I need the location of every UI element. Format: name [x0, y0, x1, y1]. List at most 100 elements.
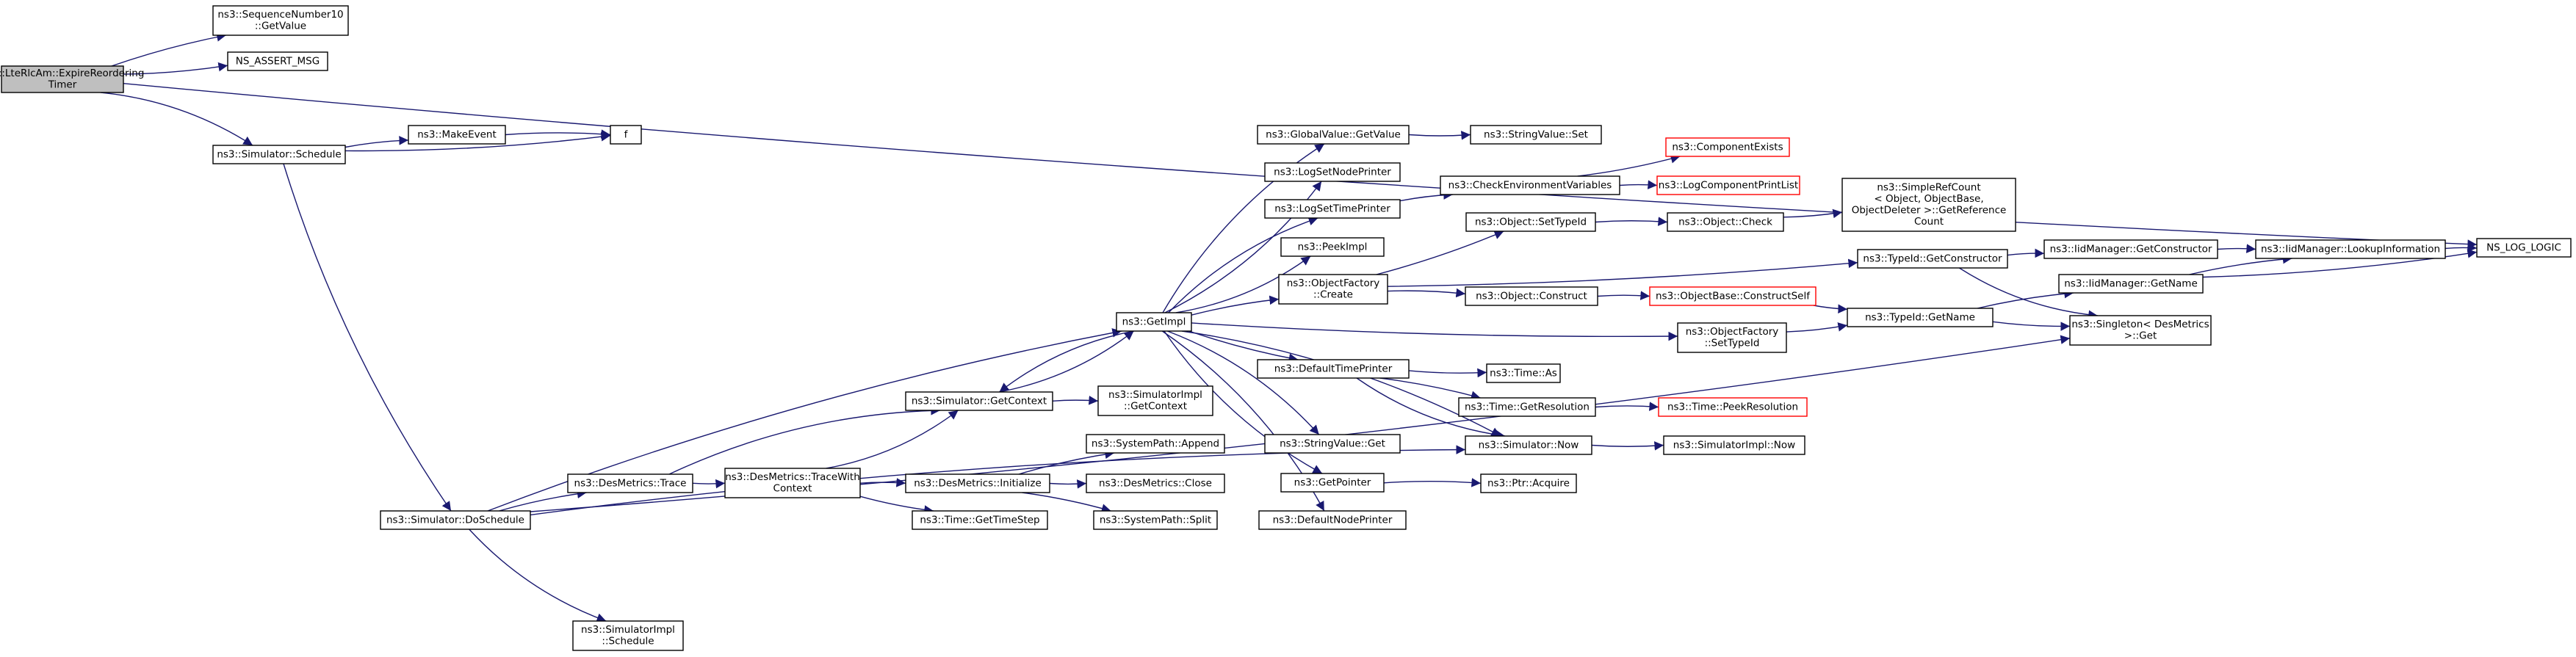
node-box[interactable]	[1665, 137, 1790, 157]
node-box[interactable]	[610, 125, 642, 145]
node-ns3-logsetnodeprinter[interactable]: ns3::LogSetNodePrinter	[1264, 162, 1401, 182]
node-ns3-stringvalue-get[interactable]: ns3::StringValue::Get	[1264, 434, 1401, 454]
node-box[interactable]	[1116, 312, 1192, 332]
node-box[interactable]	[905, 473, 1050, 493]
node-box[interactable]	[1257, 125, 1410, 145]
node-ns3-iidmanager-getconstructor[interactable]: ns3::IidManager::GetConstructor	[2043, 239, 2218, 259]
node-ns3-objectbase-constructself[interactable]: ns3::ObjectBase::ConstructSelf	[1649, 286, 1816, 306]
node-ns3-defaultnodeprinter[interactable]: ns3::DefaultNodePrinter	[1258, 510, 1407, 530]
node-ns3-defaulttimeprinter[interactable]: ns3::DefaultTimePrinter	[1257, 359, 1410, 379]
node-box[interactable]	[1280, 237, 1385, 257]
node-ns3-simulatorimpl-now[interactable]: ns3::SimulatorImpl::Now	[1663, 435, 1805, 455]
node-ns3-singleton-desmetrics-get[interactable]: ns3::Singleton< DesMetrics >::Get	[2069, 315, 2212, 346]
node-box[interactable]	[2476, 238, 2572, 258]
node-ns3-iidmanager-getname[interactable]: ns3::IidManager::GetName	[2058, 274, 2204, 294]
node-box[interactable]	[1086, 434, 1225, 454]
node-ns3-time-getresolution[interactable]: ns3::Time::GetResolution	[1458, 397, 1596, 417]
node-box[interactable]	[1086, 473, 1225, 493]
node-box[interactable]	[1465, 212, 1596, 232]
node-ns3-getimpl[interactable]: ns3::GetImpl	[1116, 312, 1192, 332]
node-ns3-componentexists[interactable]: ns3::ComponentExists	[1665, 137, 1790, 157]
node-ns3-time-gettimestep[interactable]: ns3::Time::GetTimeStep	[912, 510, 1048, 530]
node-ns3-time-as[interactable]: ns3::Time::As	[1486, 363, 1561, 383]
node-ns3-time-peekresolution[interactable]: ns3::Time::PeekResolution	[1658, 397, 1808, 417]
node-box[interactable]	[1440, 175, 1620, 195]
node-ns3-desmetrics-initialize[interactable]: ns3::DesMetrics::Initialize	[905, 473, 1050, 493]
node-ns3-systempath-split[interactable]: ns3::SystemPath::Split	[1093, 510, 1218, 530]
node-ns3-systempath-append[interactable]: ns3::SystemPath::Append	[1086, 434, 1225, 454]
node-box[interactable]	[1097, 385, 1213, 416]
node-ns-log-logic[interactable]: NS_LOG_LOGIC	[2476, 238, 2572, 258]
node-box[interactable]	[227, 51, 328, 71]
node-box[interactable]	[1658, 397, 1808, 417]
node-ns3-simplerefcount-object-objectbase-objectdeleter-getreference-count[interactable]: ns3::SimpleRefCount< Object, ObjectBase,…	[1841, 178, 2016, 232]
node-ns3-typeid-getconstructor[interactable]: ns3::TypeId::GetConstructor	[1857, 249, 2008, 269]
node-box[interactable]	[380, 510, 531, 530]
node-ns3-makeevent[interactable]: ns3::MakeEvent	[408, 125, 506, 145]
node-ns3-objectfactory-settypeid[interactable]: ns3::ObjectFactory::SetTypeId	[1677, 322, 1787, 353]
node-box[interactable]	[408, 125, 506, 145]
node-ns3-checkenvironmentvariables[interactable]: ns3::CheckEnvironmentVariables	[1440, 175, 1620, 195]
node-ns3-getpointer[interactable]: ns3::GetPointer	[1280, 473, 1385, 493]
node-box[interactable]	[2043, 239, 2218, 259]
node-box[interactable]	[1847, 308, 1994, 327]
node-ns3-globalvalue-getvalue[interactable]: ns3::GlobalValue::GetValue	[1257, 125, 1410, 145]
node-box[interactable]	[1257, 359, 1410, 379]
node-box[interactable]	[1264, 434, 1401, 454]
node-f[interactable]: f	[610, 125, 642, 145]
node-ns3-typeid-getname[interactable]: ns3::TypeId::GetName	[1847, 308, 1994, 327]
node-box[interactable]	[1093, 510, 1218, 530]
node-box[interactable]	[1649, 286, 1816, 306]
node-ns3-object-construct[interactable]: ns3::Object::Construct	[1465, 286, 1598, 306]
node-box[interactable]	[1470, 125, 1602, 145]
node-ns3-objectfactory-create[interactable]: ns3::ObjectFactory::Create	[1278, 274, 1388, 305]
node-ns3-object-check[interactable]: ns3::Object::Check	[1667, 212, 1784, 232]
node-ns3-logcomponentprintlist[interactable]: ns3::LogComponentPrintList	[1656, 175, 1800, 195]
node-box[interactable]	[2255, 239, 2446, 259]
node-ns3-desmetrics-trace[interactable]: ns3::DesMetrics::Trace	[567, 473, 693, 493]
node-ns3-simulatorimpl-getcontext[interactable]: ns3::SimulatorImpl::GetContext	[1097, 385, 1213, 416]
node-box[interactable]	[1258, 510, 1407, 530]
node-box[interactable]	[1264, 199, 1401, 219]
node-box[interactable]	[1465, 286, 1598, 306]
node-ns-assert-msg[interactable]: NS_ASSERT_MSG	[227, 51, 328, 71]
node-ns3-stringvalue-set[interactable]: ns3::StringValue::Set	[1470, 125, 1602, 145]
node-box[interactable]	[1480, 473, 1577, 493]
node-box[interactable]	[1677, 322, 1787, 353]
node-ns3-sequencenumber10-getvalue[interactable]: ns3::SequenceNumber10::GetValue	[212, 5, 349, 36]
node-box[interactable]	[2058, 274, 2204, 294]
node-ns3-object-settypeid[interactable]: ns3::Object::SetTypeId	[1465, 212, 1596, 232]
node-box[interactable]	[212, 5, 349, 36]
node-box[interactable]	[1667, 212, 1784, 232]
node-ns3-desmetrics-close[interactable]: ns3::DesMetrics::Close	[1086, 473, 1225, 493]
node-box[interactable]	[1857, 249, 2008, 269]
node-box[interactable]	[1486, 363, 1561, 383]
node-ns3-logsettimeprinter[interactable]: ns3::LogSetTimePrinter	[1264, 199, 1401, 219]
node-ns3-simulator-now[interactable]: ns3::Simulator::Now	[1465, 435, 1592, 455]
node-ns3-simulator-doschedule[interactable]: ns3::Simulator::DoSchedule	[380, 510, 531, 530]
node-ns3-simulator-schedule[interactable]: ns3::Simulator::Schedule	[212, 145, 346, 164]
node-box[interactable]	[1280, 473, 1385, 493]
node-box[interactable]	[1841, 178, 2016, 232]
node-box[interactable]	[1656, 175, 1800, 195]
node-ns3-simulator-getcontext[interactable]: ns3::Simulator::GetContext	[905, 391, 1053, 411]
node-ns3-ptr-acquire[interactable]: ns3::Ptr::Acquire	[1480, 473, 1577, 493]
node-box[interactable]	[2069, 315, 2212, 346]
node-box[interactable]	[912, 510, 1048, 530]
node-box[interactable]	[1264, 162, 1401, 182]
node-box[interactable]	[905, 391, 1053, 411]
node-box[interactable]	[567, 473, 693, 493]
node-ns3-simulatorimpl-schedule[interactable]: ns3::SimulatorImpl::Schedule	[572, 620, 684, 651]
node-box[interactable]	[1, 65, 124, 93]
node-box[interactable]	[1465, 435, 1592, 455]
node-ns3-peekimpl[interactable]: ns3::PeekImpl	[1280, 237, 1385, 257]
node-box[interactable]	[1458, 397, 1596, 417]
node-box[interactable]	[212, 145, 346, 164]
node-box[interactable]	[1663, 435, 1805, 455]
node-box[interactable]	[724, 468, 861, 498]
node-box[interactable]	[1278, 274, 1388, 305]
node-box[interactable]	[572, 620, 684, 651]
node-ns3-iidmanager-lookupinformation[interactable]: ns3::IidManager::LookupInformation	[2255, 239, 2446, 259]
